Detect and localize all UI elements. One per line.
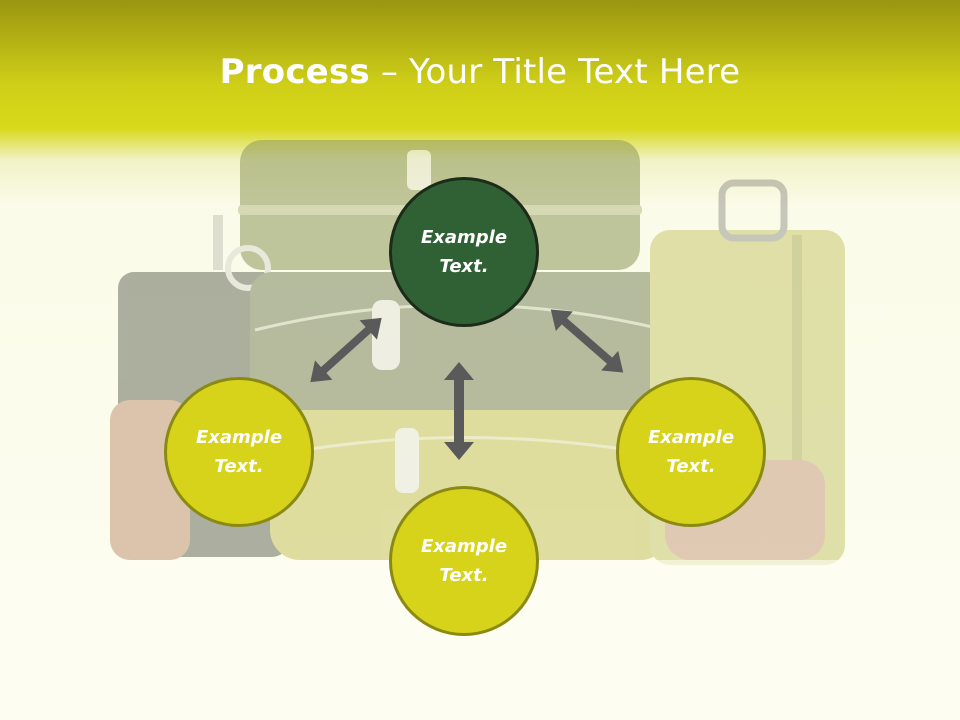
double-headed-arrow-icon (310, 317, 382, 383)
node-right-line2: Text. (666, 456, 716, 477)
node-bottom-line1: Example (420, 536, 508, 557)
process-node-left[interactable]: Example Text. (164, 377, 314, 527)
process-node-right[interactable]: Example Text. (616, 377, 766, 527)
slide-title: Process – Your Title Text Here (0, 52, 960, 92)
node-left-line1: Example (195, 427, 283, 448)
process-node-top[interactable]: Example Text. (389, 177, 539, 327)
node-top-line1: Example (420, 227, 508, 248)
arrow-top-left (310, 317, 382, 383)
node-top-line2: Text. (439, 256, 489, 277)
process-node-bottom[interactable]: Example Text. (389, 486, 539, 636)
title-rest: Your Title Text Here (409, 52, 741, 92)
double-headed-arrow-icon (444, 362, 474, 460)
double-headed-arrow-icon (550, 309, 624, 373)
arrow-top-right (550, 309, 624, 373)
node-right-line1: Example (647, 427, 735, 448)
node-bottom-line2: Text. (439, 565, 489, 586)
title-bold: Process (219, 52, 370, 92)
title-dash: – (369, 52, 410, 92)
arrow-vertical (444, 362, 474, 460)
node-left-line2: Text. (214, 456, 264, 477)
